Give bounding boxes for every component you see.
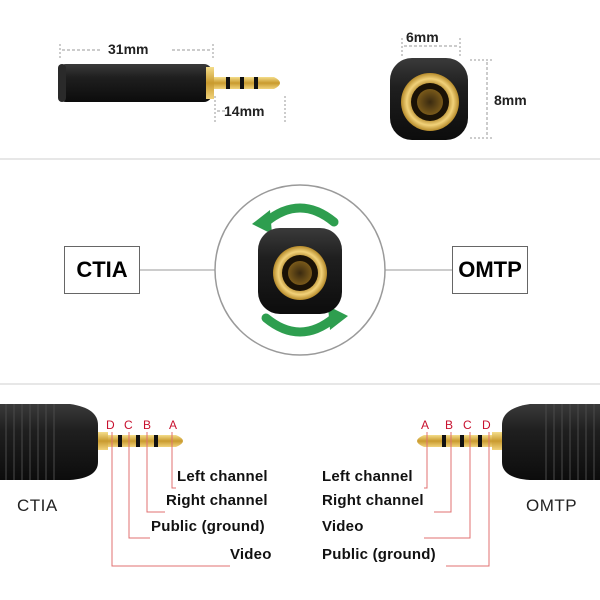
ctia-pin-c: C <box>124 418 133 432</box>
dimension-width: 6mm <box>406 29 439 45</box>
omtp-plug <box>417 404 600 480</box>
omtp-channel-video: Video <box>322 518 364 535</box>
omtp-label: OMTP <box>526 496 578 515</box>
rotate-arrow-top <box>261 203 339 227</box>
ctia-pin-a: A <box>169 418 178 432</box>
ctia-box: CTIA <box>64 246 140 294</box>
ctia-channel-right: Right channel <box>166 492 268 509</box>
adapter-body <box>58 64 212 102</box>
adapter-front-view <box>390 38 492 140</box>
omtp-channel-ground: Public (ground) <box>322 546 436 563</box>
omtp-pin-c: C <box>463 418 472 432</box>
ctia-leader-lines <box>111 432 230 567</box>
dimension-plug-length: 14mm <box>224 103 265 119</box>
ctia-label: CTIA <box>17 496 58 515</box>
dimension-height: 8mm <box>494 92 527 108</box>
ctia-channel-left: Left channel <box>177 468 268 485</box>
ctia-plug <box>0 404 183 480</box>
omtp-box: OMTP <box>452 246 528 294</box>
ctia-pin-b: B <box>143 418 152 432</box>
ctia-pin-d: D <box>106 418 115 432</box>
omtp-pin-d: D <box>482 418 491 432</box>
conversion-circle <box>140 184 452 356</box>
rotate-arrow-bottom <box>261 313 339 337</box>
omtp-pin-b: B <box>445 418 454 432</box>
adapter-side-view <box>58 44 286 124</box>
ctia-channel-video: Video <box>230 546 272 563</box>
omtp-channel-right: Right channel <box>322 492 424 509</box>
ctia-channel-ground: Public (ground) <box>151 518 265 535</box>
omtp-pin-a: A <box>421 418 430 432</box>
omtp-leader-lines <box>424 432 490 567</box>
omtp-channel-left: Left channel <box>322 468 413 485</box>
dimension-total-length: 31mm <box>108 41 149 57</box>
